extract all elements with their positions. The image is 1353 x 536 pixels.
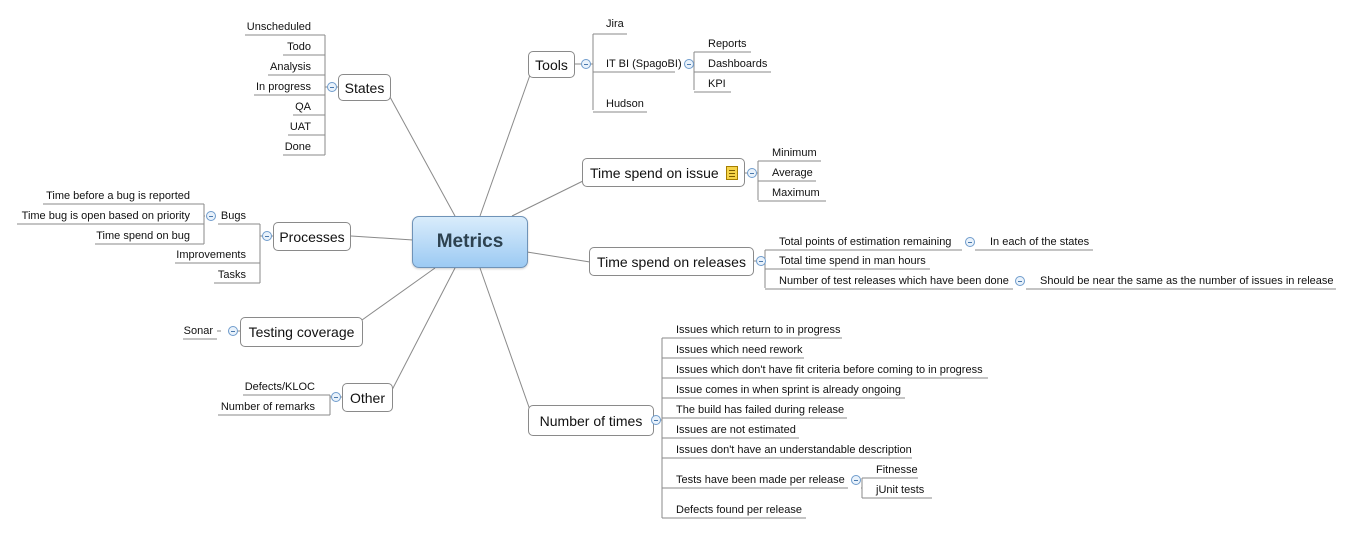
times-item-7: Tests have been made per release	[676, 474, 845, 486]
processes-item-tasks: Tasks	[217, 269, 246, 281]
time-releases-node[interactable]: Time spend on releases	[589, 247, 754, 276]
collapse-icon[interactable]	[206, 211, 216, 221]
times-item-3: Issue comes in when sprint is already on…	[676, 384, 902, 396]
states-item-unscheduled: Unscheduled	[246, 21, 311, 33]
processes-label: Processes	[279, 228, 345, 245]
collapse-icon[interactable]	[651, 415, 661, 425]
processes-item-improvements: Improvements	[176, 249, 246, 261]
states-item-in-progress: In progress	[255, 81, 311, 93]
other-label: Other	[349, 389, 385, 406]
tools-label: Tools	[535, 56, 568, 73]
releases-item-test-releases: Number of test releases which have been …	[779, 275, 1009, 287]
spagobi-item-reports: Reports	[708, 38, 747, 50]
root-node[interactable]: Metrics	[412, 216, 528, 268]
times-item-0: Issues which return to in progress	[676, 324, 841, 336]
testing-item-sonar: Sonar	[183, 325, 213, 337]
spagobi-item-dashboards: Dashboards	[708, 58, 768, 70]
number-times-label: Number of times	[539, 412, 643, 429]
bugs-item-open-priority: Time bug is open based on priority	[21, 210, 190, 222]
time-releases-label: Time spend on releases	[597, 253, 746, 270]
time-issue-node[interactable]: Time spend on issue	[582, 158, 745, 187]
collapse-icon[interactable]	[1015, 276, 1025, 286]
bugs-item-time-spend: Time spend on bug	[96, 230, 190, 242]
states-item-todo: Todo	[287, 41, 311, 53]
releases-item-estimation: Total points of estimation remaining	[779, 236, 952, 248]
testing-coverage-node[interactable]: Testing coverage	[240, 317, 363, 347]
states-node[interactable]: States	[338, 74, 391, 101]
number-times-node[interactable]: Number of times	[528, 405, 654, 436]
states-item-analysis: Analysis	[270, 61, 311, 73]
spagobi-item-kpi: KPI	[708, 78, 726, 90]
times-item-8: Defects found per release	[676, 504, 802, 516]
tests-item-junit: jUnit tests	[876, 484, 925, 496]
collapse-icon[interactable]	[228, 326, 238, 336]
collapse-icon[interactable]	[684, 59, 694, 69]
states-item-done: Done	[284, 141, 311, 153]
testing-label: Testing coverage	[248, 324, 355, 340]
time-issue-label: Time spend on issue	[590, 164, 719, 181]
tools-item-jira: Jira	[606, 18, 624, 30]
tools-item-hudson: Hudson	[606, 98, 644, 110]
collapse-icon[interactable]	[851, 475, 861, 485]
times-item-2: Issues which don't have fit criteria bef…	[676, 364, 983, 376]
states-item-qa: QA	[295, 101, 311, 113]
tests-item-fitnesse: Fitnesse	[876, 464, 918, 476]
other-item-remarks: Number of remarks	[220, 401, 315, 413]
collapse-icon[interactable]	[327, 82, 337, 92]
root-label: Metrics	[436, 231, 504, 252]
other-item-defects-kloc: Defects/KLOC	[244, 381, 315, 393]
releases-sub-issues: Should be near the same as the number of…	[1040, 275, 1334, 287]
time-issue-item-min: Minimum	[772, 147, 817, 159]
releases-sub-states: In each of the states	[990, 236, 1090, 248]
states-item-uat: UAT	[289, 121, 311, 133]
bugs-item-reported: Time before a bug is reported	[46, 190, 190, 202]
collapse-icon[interactable]	[262, 231, 272, 241]
other-node[interactable]: Other	[342, 383, 393, 412]
time-issue-item-avg: Average	[772, 167, 813, 179]
times-item-1: Issues which need rework	[676, 344, 803, 356]
tools-node[interactable]: Tools	[528, 51, 575, 78]
processes-node[interactable]: Processes	[273, 222, 351, 251]
collapse-icon[interactable]	[581, 59, 591, 69]
states-label: States	[344, 79, 385, 96]
collapse-icon[interactable]	[756, 256, 766, 266]
times-item-5: Issues are not estimated	[676, 424, 796, 436]
tools-item-spagobi: IT BI (SpagoBI)	[606, 58, 682, 70]
releases-item-man-hours: Total time spend in man hours	[779, 255, 926, 267]
collapse-icon[interactable]	[331, 392, 341, 402]
collapse-icon[interactable]	[747, 168, 757, 178]
times-item-6: Issues don't have an understandable desc…	[676, 444, 912, 456]
time-issue-item-max: Maximum	[772, 187, 820, 199]
processes-item-bugs: Bugs	[220, 210, 246, 222]
note-icon[interactable]	[726, 166, 738, 180]
times-item-4: The build has failed during release	[676, 404, 845, 416]
collapse-icon[interactable]	[965, 237, 975, 247]
